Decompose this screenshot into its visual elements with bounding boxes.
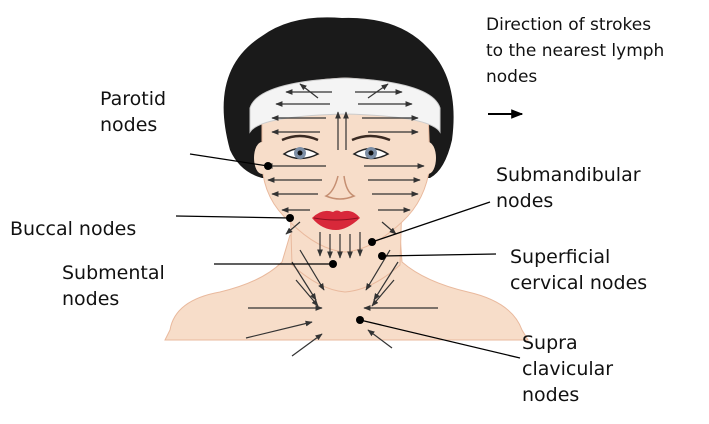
submandibular-label: Submandibular nodes <box>496 162 641 214</box>
label-line: Submental <box>62 260 165 286</box>
buccal-label: Buccal nodes <box>10 216 136 242</box>
label-line: clavicular <box>522 356 613 382</box>
label-line: nodes <box>522 382 613 408</box>
parotid-label: Parotid nodes <box>100 86 166 138</box>
label-line: cervical nodes <box>510 270 647 296</box>
superficial-cervical-label: Superficial cervical nodes <box>510 244 647 296</box>
label-line: Buccal nodes <box>10 216 136 242</box>
label-line: nodes <box>62 286 165 312</box>
label-line: nodes <box>100 112 166 138</box>
legend-line: Direction of strokes <box>486 12 664 38</box>
supraclavicular-label: Supra clavicular nodes <box>522 330 613 408</box>
label-line: Supra <box>522 330 613 356</box>
label-line: Submandibular <box>496 162 641 188</box>
label-line: Parotid <box>100 86 166 112</box>
right-ear <box>420 142 436 174</box>
legend-text: Direction of strokes to the nearest lymp… <box>486 12 664 90</box>
label-line: Superficial <box>510 244 647 270</box>
label-line: nodes <box>496 188 641 214</box>
submental-label: Submental nodes <box>62 260 165 312</box>
buccal-leader <box>176 216 290 218</box>
face-illustration <box>165 17 528 358</box>
legend-line: to the nearest lymph <box>486 38 664 64</box>
legend-line: nodes <box>486 64 664 90</box>
